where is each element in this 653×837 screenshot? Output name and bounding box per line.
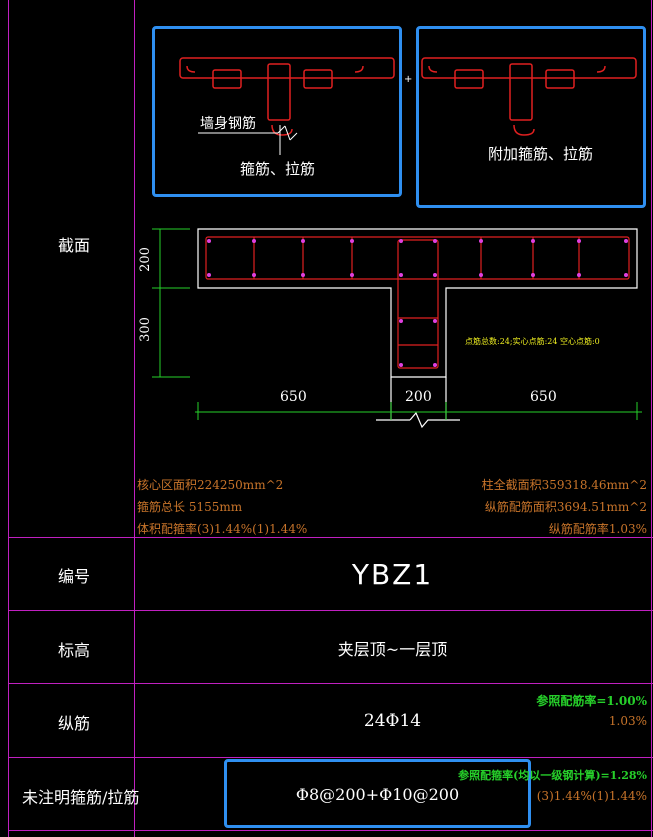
label-wall-rebar: 墙身钢筋: [200, 116, 256, 132]
core-area: 核心区面积224250mm^2: [137, 478, 284, 492]
grid-column-divider: [134, 0, 135, 837]
dim-height-bottom: 300: [137, 317, 153, 342]
dim-width-left: 650: [280, 389, 307, 405]
row-label-section: 截面: [58, 236, 91, 255]
dim-height-top: 200: [137, 247, 153, 272]
value-id: YBZ1: [351, 558, 434, 591]
value-elevation: 夹层顶~一层顶: [337, 640, 448, 659]
grid-row-divider-5: [8, 830, 653, 831]
rebar-count-note: 点筋总数:24;实心点筋:24 空心点筋:0: [465, 337, 600, 346]
stirrup-highlight-frame: [224, 759, 531, 828]
grid-row-divider-4: [8, 757, 653, 758]
stirrup-actual-ratio: (3)1.44%(1)1.44%: [536, 789, 647, 803]
dim-width-right: 650: [530, 389, 557, 405]
rebar-ratio: 纵筋配筋率1.03%: [548, 522, 647, 536]
value-longitudinal: 24Φ14: [363, 711, 422, 731]
label-extra-stirrup: 附加箍筋、拉筋: [488, 145, 594, 163]
label-stirrup-tie: 箍筋、拉筋: [240, 160, 316, 178]
longitudinal-actual-ratio: 1.03%: [608, 714, 647, 728]
section-drawing: +: [152, 57, 642, 429]
stirrup-ref-ratio: 参照配箍率(均以一级钢计算)=1.28%: [458, 769, 647, 782]
stirrup-length: 箍筋总长 5155mm: [137, 500, 243, 514]
detail-frame-extra-stirrup: [416, 26, 646, 208]
svg-text:+: +: [404, 74, 412, 85]
longitudinal-ref-ratio: 参照配筋率=1.00%: [536, 694, 647, 708]
grid-row-divider-1: [8, 537, 653, 538]
grid-row-divider-3: [8, 683, 653, 684]
dimension-lines: [152, 228, 642, 420]
grid-left-border: [8, 0, 9, 837]
grid-row-divider-2: [8, 610, 653, 611]
row-label-id: 编号: [58, 567, 91, 586]
dim-width-mid: 200: [405, 389, 432, 405]
detail-wall-junction: [179, 57, 395, 136]
row-label-longitudinal: 纵筋: [58, 714, 91, 733]
column-area: 柱全截面积359318.46mm^2: [481, 478, 647, 492]
rebar-area: 纵筋配筋面积3694.51mm^2: [484, 500, 647, 514]
stirrup-volume-ratio: 体积配箍率(3)1.44%(1)1.44%: [137, 522, 308, 536]
value-stirrup: Φ8@200+Φ10@200: [295, 785, 460, 804]
detail-extra-stirrup: [421, 57, 637, 136]
section-rebars: [207, 239, 628, 367]
detail-frame-wall-junction: [152, 26, 402, 197]
grid-right-border: [651, 0, 652, 837]
section-stirrups: [205, 236, 630, 369]
row-label-elevation: 标高: [58, 641, 91, 660]
row-label-stirrup: 未注明箍筋/拉筋: [22, 788, 140, 807]
